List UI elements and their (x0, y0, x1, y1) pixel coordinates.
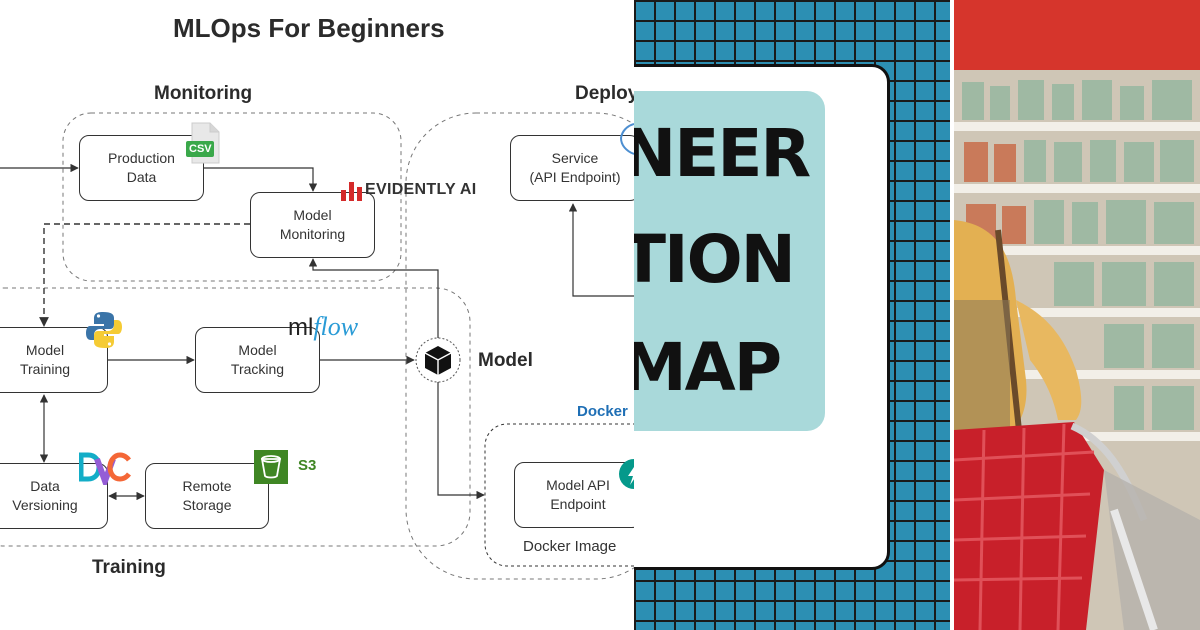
model-cube-icon (415, 337, 461, 383)
poster-line-3: MAP (634, 329, 782, 406)
shopping-cart (954, 422, 1200, 630)
diagram-connectors (0, 112, 634, 580)
mlflow-flow-text: flow (313, 312, 359, 341)
docker-group-label: Docker (577, 403, 628, 420)
remote-storage-node: Remote Storage (145, 463, 269, 529)
shopping-photo-illustration (954, 0, 1200, 630)
service-api-endpoint-node: Service (API Endpoint) (510, 135, 634, 201)
deployment-group-label: Deploy (575, 83, 634, 104)
deployment-group-boundary (405, 112, 634, 580)
monitoring-group-label: Monitoring (154, 83, 253, 104)
poster-line-2: TION (634, 221, 796, 298)
csv-label: CSV (189, 143, 212, 155)
model-label: Model (478, 350, 533, 371)
model-training-node: Model Training (0, 327, 108, 393)
poster-line-1: NEER (634, 115, 811, 192)
model-tracking-node: Model Tracking (195, 327, 320, 393)
training-group-label: Training (92, 557, 166, 578)
shopper-figure (954, 220, 1082, 441)
poster-title-box: NEER TION MAP (634, 91, 825, 431)
diagram-title: MLOps For Beginners (173, 13, 445, 43)
store-shelves (954, 80, 1200, 441)
model-api-endpoint-node: Model API Endpoint (514, 462, 634, 528)
docker-group-boundary (484, 423, 634, 567)
docker-image-label: Docker Image (523, 538, 617, 555)
deployment-to-service-arrow (568, 203, 634, 297)
production-to-monitoring-arrow (204, 167, 318, 192)
mlflow-ml-text: ml (288, 314, 314, 341)
training-group-boundary (0, 287, 471, 547)
s3-label: S3 (298, 457, 317, 474)
evidently-wordmark: EVIDENTLY AI (365, 181, 477, 198)
poster-card: NEER TION MAP (634, 64, 890, 570)
shopping-photo (954, 0, 1200, 630)
panel-divider (950, 0, 954, 630)
model-to-monitoring-arrow (308, 258, 439, 338)
monitoring-to-training-dashed-arrow (39, 223, 250, 327)
evidently-bars-icon (341, 182, 362, 201)
mlops-diagram: MLOps For Beginners Monitoring Deploy Mo… (0, 13, 634, 580)
data-versioning-node: Data Versioning (0, 463, 108, 529)
production-data-node: Production Data (79, 135, 204, 201)
model-monitoring-node: Model Monitoring (250, 192, 375, 258)
mlflow-logo: mlflow (288, 312, 358, 342)
roadmap-poster: NEER TION MAP (634, 0, 950, 630)
model-to-api-endpoint-arrow (437, 382, 485, 500)
